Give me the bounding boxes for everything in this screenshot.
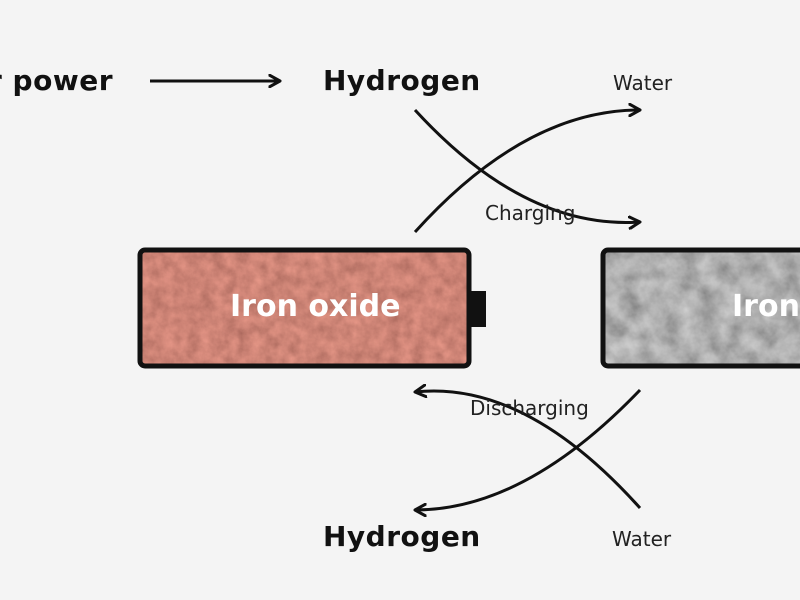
discharging-label: Discharging [470, 396, 589, 420]
water-released-curve [413, 110, 640, 234]
charging-label: Charging [485, 201, 576, 225]
battery-terminal [469, 291, 486, 327]
iron-oxide-battery [137, 247, 486, 369]
hydrogen-top-label: Hydrogen [323, 64, 481, 97]
hydrogen-released-curve [415, 388, 642, 510]
water-consumed-curve [415, 391, 642, 510]
iron-label: Iron [732, 289, 800, 324]
iron-oxide-label: Iron oxide [230, 289, 401, 324]
water-top-label: Water [613, 71, 673, 95]
water-bottom-label: Water [612, 527, 672, 551]
hydrogen-bottom-label: Hydrogen [323, 520, 481, 553]
hydrogen-consumed-curve [413, 108, 640, 223]
power-source-label: r power [0, 64, 114, 97]
iron-battery [600, 247, 800, 369]
